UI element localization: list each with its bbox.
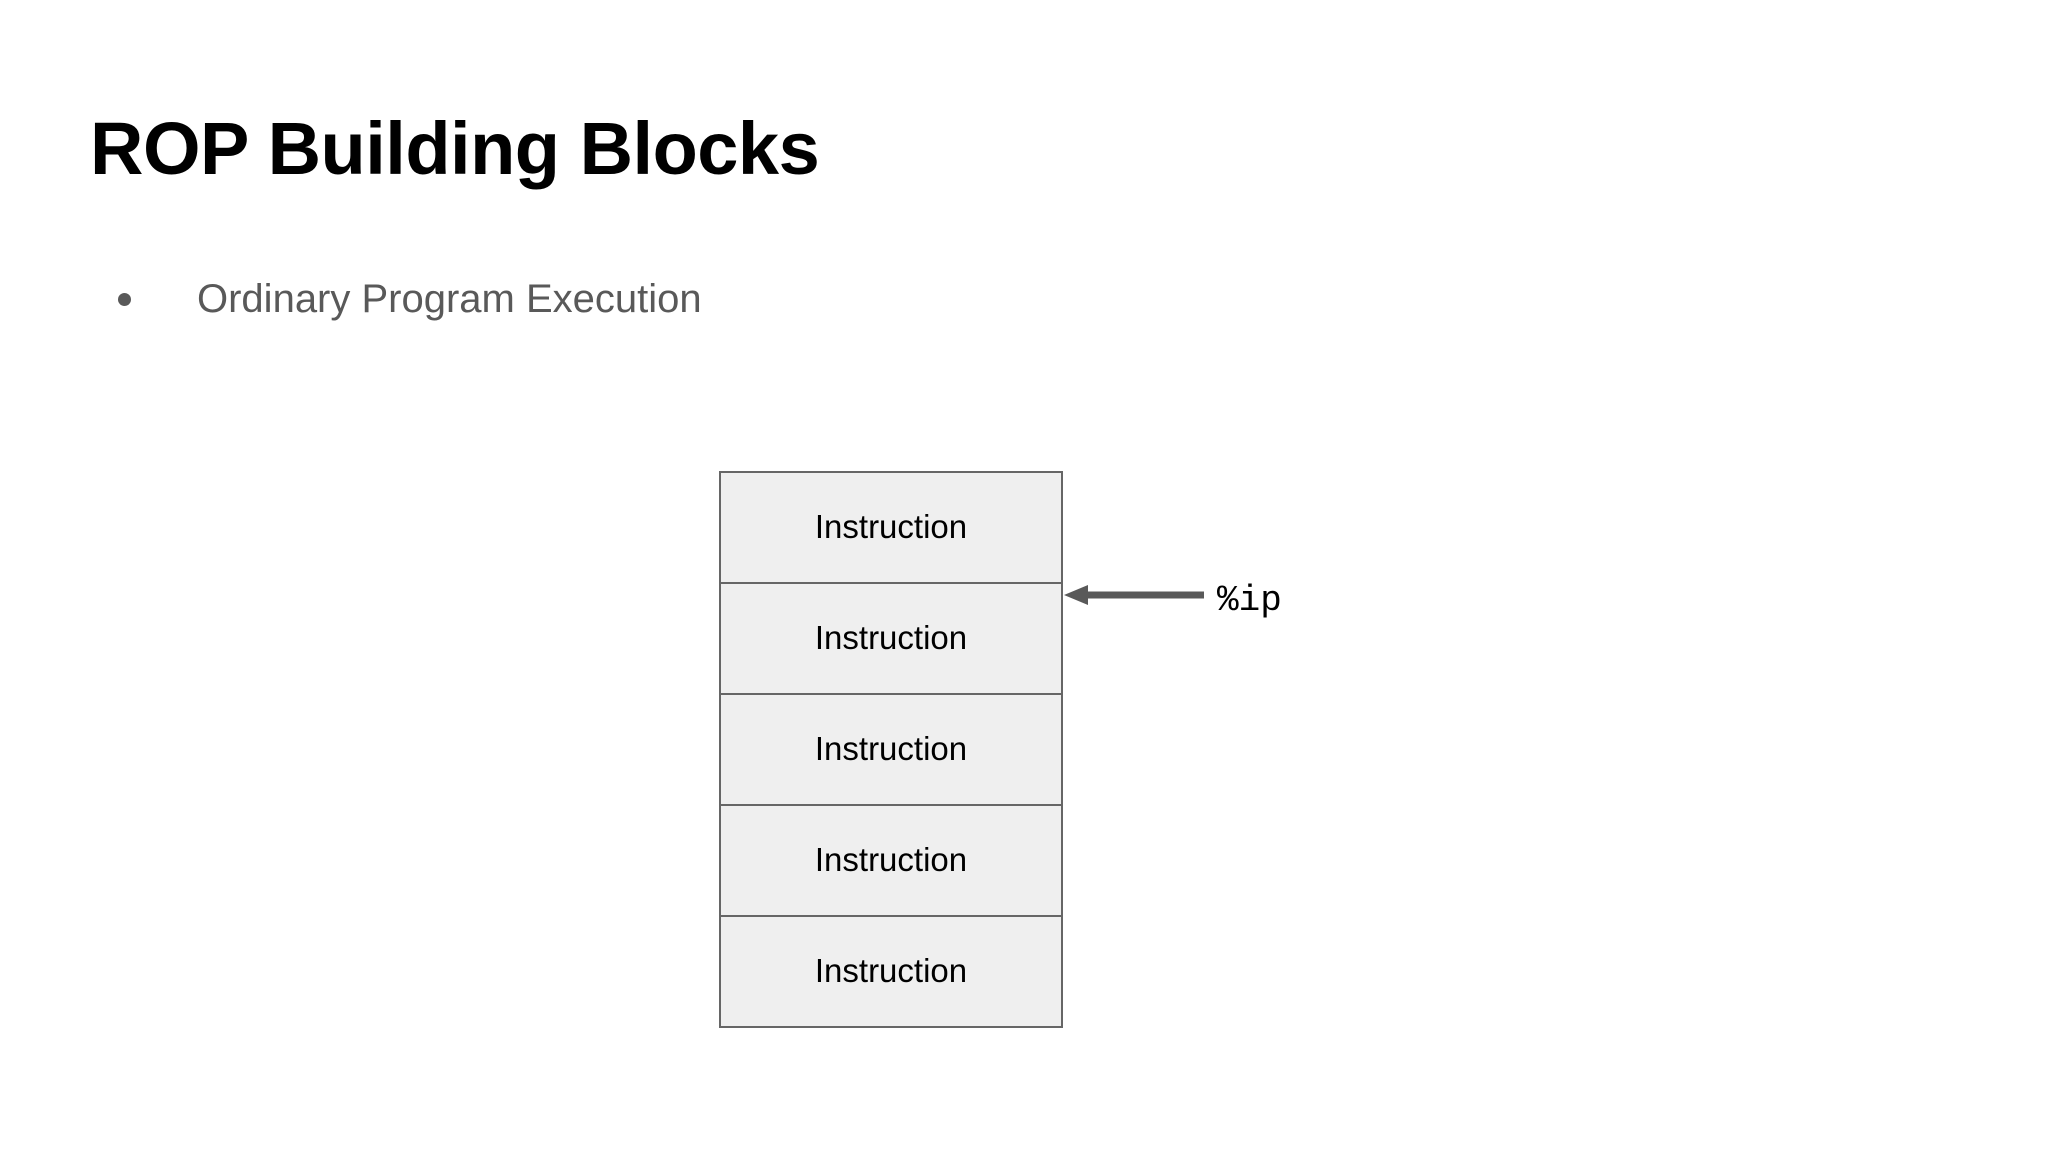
list-item: Ordinary Program Execution <box>118 272 1218 326</box>
ip-register-label: %ip <box>1217 580 1282 621</box>
instruction-stack: Instruction Instruction Instruction Inst… <box>719 471 1063 1028</box>
instruction-cell: Instruction <box>721 806 1061 917</box>
bullet-dot-icon <box>118 293 131 306</box>
instruction-cell: Instruction <box>721 584 1061 695</box>
instruction-cell-label: Instruction <box>814 507 968 545</box>
instruction-cell-label: Instruction <box>814 951 968 989</box>
instruction-stack-diagram: Instruction Instruction Instruction Inst… <box>719 471 1063 1028</box>
bullet-list: Ordinary Program Execution <box>118 272 1218 326</box>
instruction-cell-label: Instruction <box>814 840 968 878</box>
page-title: ROP Building Blocks <box>90 107 820 190</box>
bullet-item-label: Ordinary Program Execution <box>197 277 702 321</box>
instruction-cell: Instruction <box>721 473 1061 584</box>
instruction-cell-label: Instruction <box>814 618 968 656</box>
instruction-cell-label: Instruction <box>814 729 968 767</box>
left-arrow-icon <box>1064 585 1204 605</box>
instruction-cell: Instruction <box>721 917 1061 1026</box>
instruction-cell: Instruction <box>721 695 1061 806</box>
ip-pointer-arrow <box>1064 583 1204 607</box>
